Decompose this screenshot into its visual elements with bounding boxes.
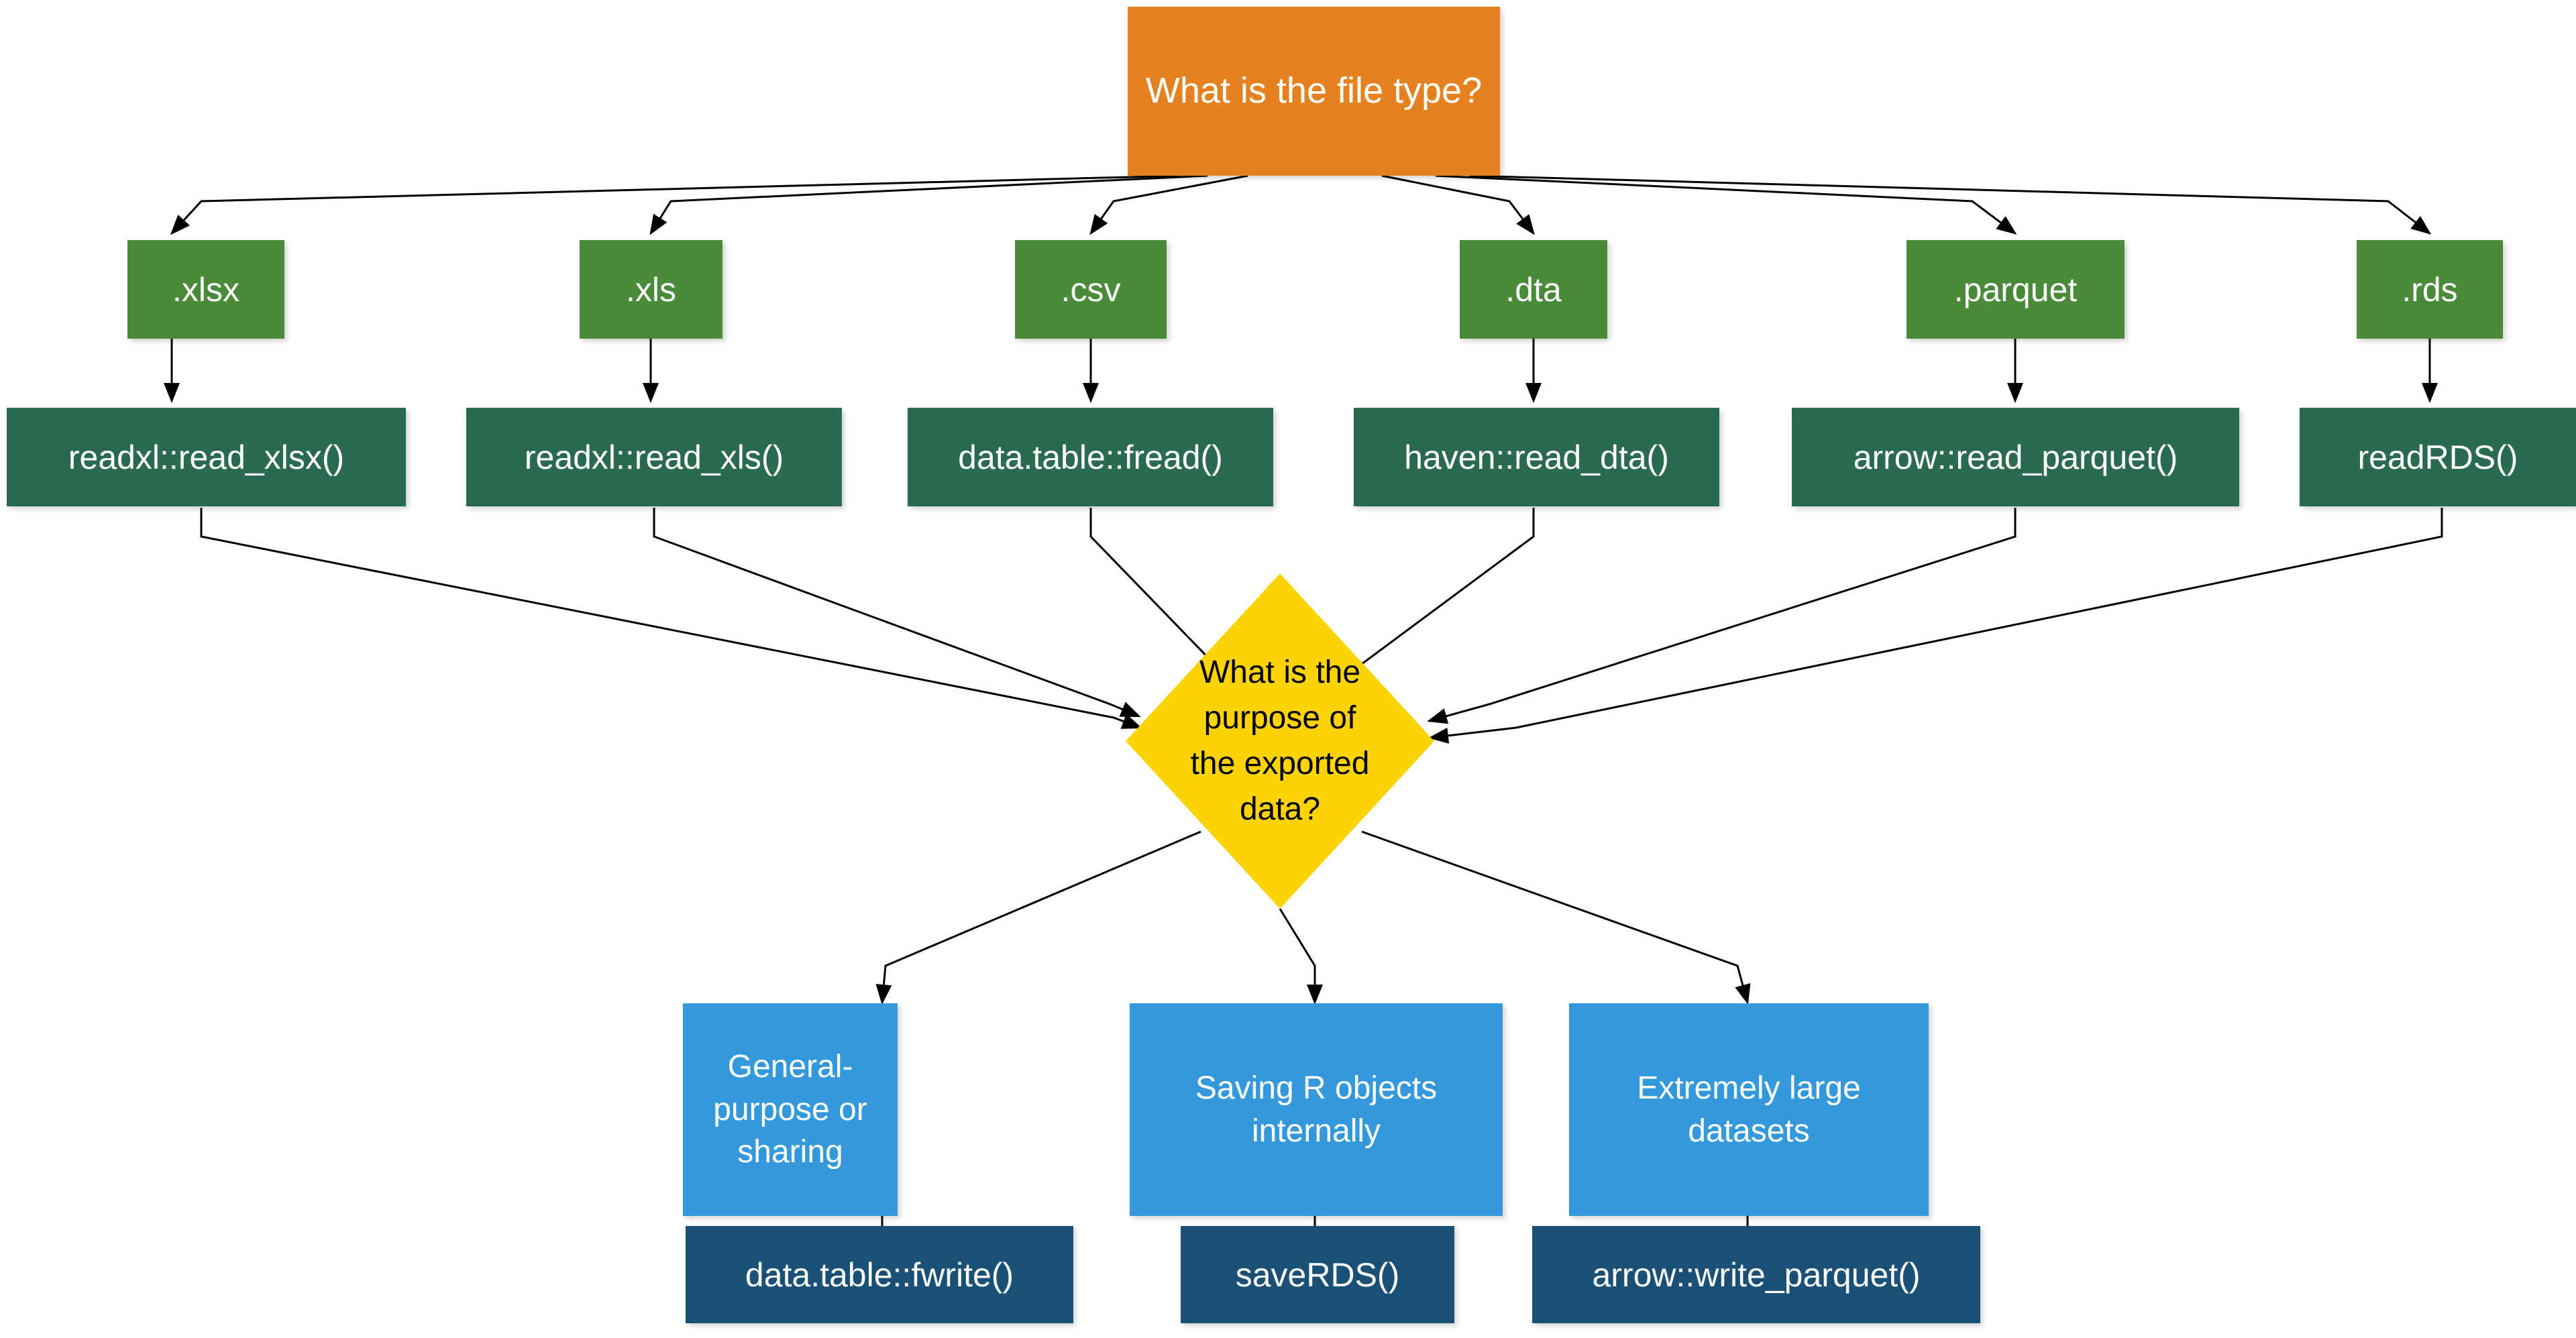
edge-root-to-xlsx bbox=[170, 174, 1181, 235]
node-purpose-question-label: What is the purpose of the exported data… bbox=[1190, 654, 1370, 828]
node-reader-read-xlsx[interactable]: readxl::read_xlsx() bbox=[7, 408, 406, 506]
node-purpose-large[interactable]: Extremely large datasets bbox=[1569, 1003, 1929, 1216]
edge-root-to-dta bbox=[1381, 174, 1535, 235]
node-filetype-parquet[interactable]: .parquet bbox=[1907, 240, 2125, 339]
node-writer-fwrite[interactable]: data.table::fwrite() bbox=[686, 1226, 1073, 1323]
edge-read-parquet-to-decision bbox=[1427, 508, 2017, 724]
node-reader-read-parquet[interactable]: arrow::read_parquet() bbox=[1792, 408, 2239, 506]
node-reader-fread[interactable]: data.table::fread() bbox=[908, 408, 1273, 506]
node-reader-read-xls[interactable]: readxl::read_xls() bbox=[466, 408, 842, 506]
edge-root-to-parquet bbox=[1435, 174, 2017, 235]
node-purpose-general-label: General-purpose or sharing bbox=[713, 1049, 867, 1170]
node-reader-read-dta-label: haven::read_dta() bbox=[1404, 438, 1669, 476]
edge-read-xls-to-decision bbox=[653, 508, 1141, 718]
node-filetype-parquet-label: .parquet bbox=[1953, 270, 2078, 309]
node-purpose-internal[interactable]: Saving R objects internally bbox=[1130, 1003, 1503, 1216]
edge-root-to-csv bbox=[1089, 174, 1248, 235]
edge-root-to-xls bbox=[649, 174, 1208, 235]
node-writer-write-parquet[interactable]: arrow::write_parquet() bbox=[1532, 1226, 1980, 1323]
node-filetype-xlsx-label: .xlsx bbox=[172, 270, 239, 309]
node-writer-saverds[interactable]: saveRDS() bbox=[1181, 1226, 1454, 1323]
node-purpose-general[interactable]: General-purpose or sharing bbox=[683, 1003, 898, 1216]
node-filetype-xls[interactable]: .xls bbox=[580, 240, 722, 339]
edge-decision-to-internal bbox=[1279, 908, 1323, 1005]
node-filetype-dta-label: .dta bbox=[1505, 270, 1562, 309]
node-writer-write-parquet-label: arrow::write_parquet() bbox=[1592, 1256, 1921, 1294]
node-file-type-question-label: What is the file type? bbox=[1145, 70, 1483, 111]
node-reader-read-xls-label: readxl::read_xls() bbox=[524, 438, 784, 476]
edge-readrds-to-decision bbox=[1428, 508, 2443, 744]
node-reader-read-dta[interactable]: haven::read_dta() bbox=[1354, 408, 1719, 506]
node-writer-fwrite-label: data.table::fwrite() bbox=[745, 1256, 1014, 1294]
node-filetype-rds-label: .rds bbox=[2402, 270, 2458, 309]
node-reader-fread-label: data.table::fread() bbox=[958, 438, 1223, 476]
node-filetype-rds[interactable]: .rds bbox=[2357, 240, 2503, 339]
node-file-type-question[interactable]: What is the file type? bbox=[1128, 7, 1500, 176]
node-purpose-large-label: Extremely large datasets bbox=[1637, 1070, 1861, 1149]
node-purpose-question[interactable]: What is the purpose of the exported data… bbox=[1126, 573, 1434, 909]
node-filetype-xls-label: .xls bbox=[626, 270, 676, 309]
node-purpose-internal-label: Saving R objects internally bbox=[1195, 1070, 1438, 1149]
node-filetype-csv-label: .csv bbox=[1061, 270, 1121, 309]
node-reader-read-parquet-label: arrow::read_parquet() bbox=[1853, 438, 2178, 476]
node-reader-readrds[interactable]: readRDS() bbox=[2300, 408, 2576, 506]
node-reader-readrds-label: readRDS() bbox=[2357, 438, 2518, 476]
node-filetype-dta[interactable]: .dta bbox=[1460, 240, 1607, 339]
node-reader-read-xlsx-label: readxl::read_xlsx() bbox=[68, 438, 345, 476]
edge-root-to-rds bbox=[1468, 174, 2432, 235]
node-writer-saverds-label: saveRDS() bbox=[1235, 1256, 1400, 1294]
node-filetype-xlsx[interactable]: .xlsx bbox=[127, 240, 284, 339]
edge-read-xlsx-to-decision bbox=[200, 508, 1142, 729]
node-filetype-csv[interactable]: .csv bbox=[1015, 240, 1167, 339]
